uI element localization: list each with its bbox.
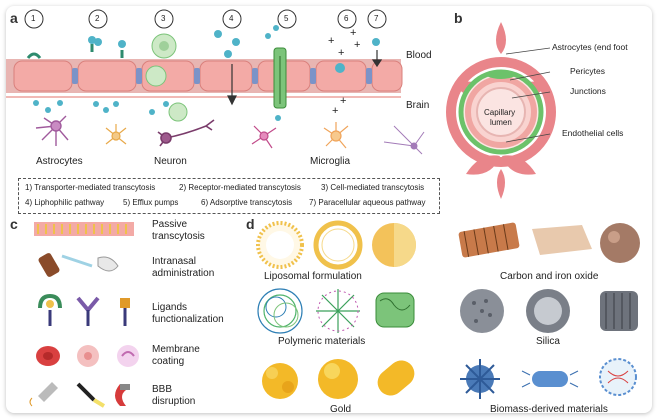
bbb-label-line2: disruption bbox=[152, 396, 196, 407]
passive-label-line2: transcytosis bbox=[152, 231, 205, 242]
tight-junctions bbox=[72, 68, 372, 84]
pericytes-label: Pericytes bbox=[570, 66, 605, 76]
gold-label: Gold bbox=[330, 404, 352, 413]
pathway-number-6: 6 bbox=[344, 14, 349, 23]
pathway-number-4: 4 bbox=[229, 14, 234, 23]
astrocytes-end-foot-label: Astrocytes (end foot bbox=[552, 42, 628, 52]
silica-icons bbox=[460, 289, 638, 333]
lumen-label-line1: Capillary bbox=[484, 108, 516, 117]
legend-item-6: 6) Adsorptive transcytosis bbox=[201, 198, 293, 207]
capillary-lumen bbox=[476, 87, 526, 137]
bbb-label-line1: BBB bbox=[152, 384, 173, 395]
legend-item-4: 4) Liphophilic pathway bbox=[25, 198, 105, 207]
neuron-label: Neuron bbox=[154, 156, 187, 167]
polymeric-materials-label: Polymeric materials bbox=[278, 336, 366, 347]
legend-item-3: 3) Cell-mediated transcytosis bbox=[321, 183, 425, 192]
silica-label: Silica bbox=[536, 336, 560, 347]
ligands-label-line2: functionalization bbox=[152, 314, 224, 325]
carbon-iron-oxide-label: Carbon and iron oxide bbox=[500, 271, 599, 282]
legend-item-2: 2) Receptor-mediated transcytosis bbox=[179, 183, 301, 192]
liposomal-formulation-label: Liposomal formulation bbox=[264, 271, 362, 282]
passive-transcytosis-label: Passive transcytosis bbox=[152, 219, 205, 243]
ligand-icons bbox=[38, 293, 130, 326]
pathway-number-5: 5 bbox=[284, 14, 289, 23]
ligands-label-line1: Ligands bbox=[152, 302, 188, 313]
endothelial-cells-label: Endothelial cells bbox=[562, 128, 624, 138]
junctions-label: Junctions bbox=[570, 86, 606, 96]
pathway-number-1: 1 bbox=[31, 14, 36, 23]
passive-transcytosis-icon bbox=[34, 222, 134, 236]
immune-cell-wall bbox=[145, 65, 167, 87]
strategy-icons bbox=[29, 222, 139, 408]
legend-item-7: 7) Paracellular aqueous pathway bbox=[309, 198, 426, 207]
panel-b-leader-lines bbox=[506, 47, 551, 143]
transport-arrows bbox=[227, 50, 383, 106]
membrane-label-line2: coating bbox=[152, 356, 185, 367]
microglia-label: Microglia bbox=[310, 156, 351, 167]
neuron-cell-purple bbox=[383, 125, 425, 155]
intranasal-label: Intranasal administration bbox=[152, 256, 214, 280]
panel-c-letter: c bbox=[10, 216, 18, 232]
panel-a-letter: a bbox=[10, 10, 18, 26]
bbb-disruption-label: BBB disruption bbox=[152, 384, 195, 408]
immune-cell-brain bbox=[168, 102, 188, 122]
membrane-coating-label: Membrane coating bbox=[152, 344, 200, 368]
brain-label: Brain bbox=[406, 100, 430, 111]
astrocyte-ring bbox=[446, 57, 556, 167]
panel-b-letter: b bbox=[454, 10, 463, 26]
gold-icons bbox=[262, 359, 415, 399]
pathway-number-markers bbox=[24, 9, 387, 29]
passive-label-line1: Passive bbox=[152, 219, 188, 230]
astrocyte-cell-pink bbox=[251, 125, 277, 149]
lumen-label-line2: lumen bbox=[490, 118, 512, 127]
nanoparticles bbox=[33, 25, 380, 121]
pathway-legend: 1) Transporter-mediated transcytosis 2) … bbox=[18, 178, 440, 214]
bbb-transport-diagram: ++++ ++ bbox=[6, 9, 425, 155]
positive-charges: ++++ ++ bbox=[328, 27, 360, 117]
nasal-spray-icon bbox=[38, 253, 119, 277]
capillary-cross-section bbox=[446, 22, 556, 199]
svg-text:+: + bbox=[328, 35, 334, 47]
pathway-number-3: 3 bbox=[161, 14, 166, 23]
intranasal-label-line1: Intranasal bbox=[152, 256, 196, 267]
receptors bbox=[26, 44, 124, 59]
blood-label: Blood bbox=[406, 50, 432, 61]
svg-text:+: + bbox=[332, 105, 338, 117]
membrane-coating-icons bbox=[36, 345, 139, 367]
nanocarrier-materials bbox=[256, 220, 640, 399]
neuron-cell bbox=[157, 119, 215, 147]
svg-text:+: + bbox=[350, 27, 356, 39]
biomass-materials-label: Biomass-derived materials bbox=[490, 404, 608, 413]
svg-text:+: + bbox=[340, 95, 346, 107]
svg-text:+: + bbox=[338, 47, 344, 59]
astrocyte-cells bbox=[35, 115, 69, 146]
biomass-icons bbox=[460, 358, 637, 399]
legend-item-5: 5) Efflux pumps bbox=[123, 198, 179, 207]
pathway-number-7: 7 bbox=[374, 14, 379, 23]
legend-item-1: 1) Transporter-mediated transcytosis bbox=[25, 183, 156, 192]
astrocyte-cell-yellow bbox=[105, 124, 127, 145]
pathway-number-2: 2 bbox=[95, 14, 100, 23]
microglia-cell bbox=[323, 122, 349, 149]
ligands-label: Ligands functionalization bbox=[152, 302, 224, 326]
membrane-label-line1: Membrane bbox=[152, 344, 200, 355]
liposome-icons bbox=[256, 220, 416, 270]
polymeric-icons bbox=[257, 288, 415, 334]
panel-d-letter: d bbox=[246, 216, 255, 232]
pericyte-cell bbox=[486, 71, 516, 79]
figure-frame: a bbox=[6, 6, 652, 413]
svg-text:+: + bbox=[354, 39, 360, 51]
carbon-iron-oxide-icons bbox=[458, 222, 640, 263]
intranasal-label-line2: administration bbox=[152, 268, 215, 279]
astrocytes-label: Astrocytes bbox=[36, 156, 83, 167]
bbb-disruption-icons bbox=[29, 382, 130, 408]
